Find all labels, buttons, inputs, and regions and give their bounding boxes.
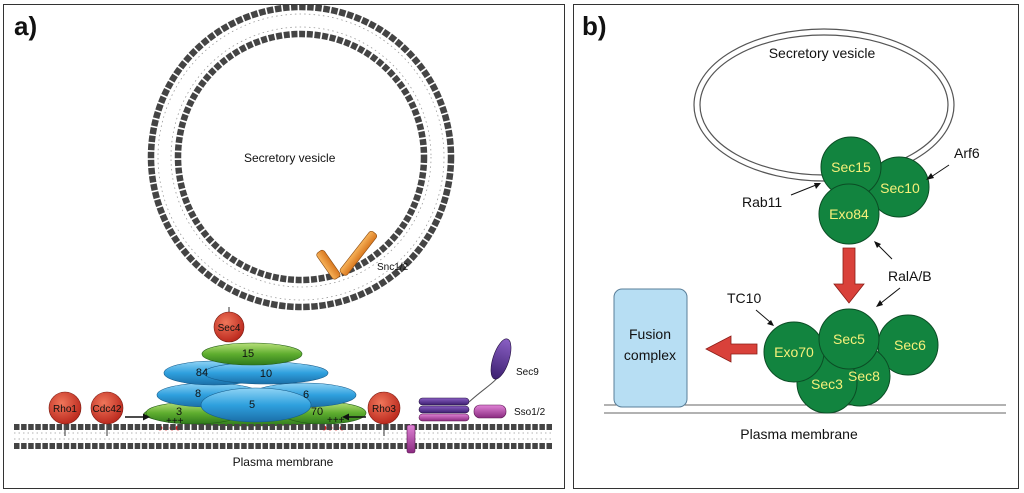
panel-a-diagram: a) Secretory vesicle Snc1/2 Sec4 <box>14 5 552 469</box>
left-arrow <box>705 335 758 363</box>
rho3-label: Rho3 <box>372 404 396 415</box>
subunit-6-label: 6 <box>303 389 309 401</box>
charges-right: +++ <box>327 415 345 426</box>
sec5-label: Sec5 <box>833 331 865 347</box>
rho1-protein <box>48 391 82 425</box>
sso-label: Sso1/2 <box>514 407 546 418</box>
vesicle-label: Secretory vesicle <box>244 151 336 165</box>
sec10-label: Sec10 <box>880 180 920 196</box>
cdc42-protein <box>90 391 124 425</box>
subunit-8-label: 8 <box>195 388 201 400</box>
sec4-protein <box>213 311 245 343</box>
arf6-label: Arf6 <box>954 145 980 161</box>
sec15-label: Sec15 <box>831 159 871 175</box>
sec9-label: Sec9 <box>516 367 539 378</box>
sec6-label: Sec6 <box>894 337 926 353</box>
subunit-70-label: 70 <box>311 406 323 418</box>
sec8-label: Sec8 <box>848 368 880 384</box>
subunit-10-label: 10 <box>260 368 272 380</box>
rho3-protein <box>367 391 401 425</box>
exo84-label: Exo84 <box>829 206 869 222</box>
snc-label: Snc1/2 <box>377 262 409 273</box>
sec5-circle <box>818 308 880 370</box>
snc-protein <box>316 230 378 280</box>
fusion-complex-box <box>613 288 688 408</box>
rala-label: RalA/B <box>888 268 932 284</box>
exo70-label: Exo70 <box>774 344 814 360</box>
sec3-label: Sec3 <box>811 376 843 392</box>
panel-b: b) Secretory vesicle Sec15 Sec10 Exo84 R… <box>573 4 1019 489</box>
vesicle-label-b: Secretory vesicle <box>769 45 876 61</box>
vesicle-bilayer <box>147 5 455 311</box>
subunit-3-label: 3 <box>176 406 182 418</box>
fusion-label-line2: complex <box>624 347 676 363</box>
tc10-label: TC10 <box>727 290 761 306</box>
rab11-label: Rab11 <box>742 194 782 210</box>
panel-b-label: b) <box>582 11 607 41</box>
panel-a-label: a) <box>14 11 37 41</box>
charges-left: +++ <box>166 416 184 427</box>
plasma-membrane-bilayer <box>14 424 552 449</box>
subunit-84-label: 84 <box>196 367 208 379</box>
subunit-15-label: 15 <box>242 348 254 360</box>
down-arrow <box>833 247 865 304</box>
sec4-label: Sec4 <box>218 323 241 334</box>
panel-b-diagram: b) Secretory vesicle Sec15 Sec10 Exo84 R… <box>582 11 1006 442</box>
exo84-circle <box>818 183 880 245</box>
membrane-label-a: Plasma membrane <box>233 455 334 469</box>
subunit-5-label: 5 <box>249 399 255 411</box>
cdc42-label: Cdc42 <box>93 404 122 415</box>
rho1-label: Rho1 <box>53 404 77 415</box>
snare-complex <box>406 338 512 454</box>
panel-a: a) Secretory vesicle Snc1/2 Sec4 <box>3 4 565 489</box>
fusion-label-line1: Fusion <box>629 326 671 342</box>
exocyst-complex <box>143 342 367 427</box>
membrane-label-b: Plasma membrane <box>740 426 858 442</box>
